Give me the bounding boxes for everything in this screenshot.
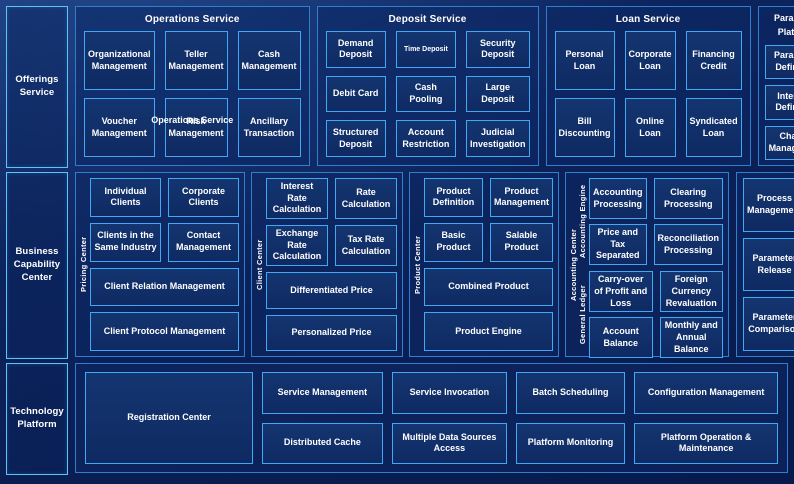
group-operations-service[interactable]: Operations Service Organizational Manage… [75,6,310,166]
subgroup-general-ledger[interactable]: General Ledger Carry-over of Profit and … [578,271,724,359]
cell-product-definition[interactable]: Product Definition [424,178,483,217]
cell-financing-credit[interactable]: Financing Credit [685,31,742,90]
group-label-pricing-center: Pricing Center [79,236,88,293]
cell-organizational-management[interactable]: Organizational Management [84,31,155,90]
cell-platform-monitoring[interactable]: Platform Monitoring [515,422,626,464]
cell-judicial-investigation[interactable]: Judicial Investigation [466,120,530,157]
cell-price-and-tax-separated[interactable]: Price and Tax Separated [589,224,647,266]
cell-reconciliation-processing[interactable]: Reconciliation Processing [653,224,724,266]
cell-accounting-processing[interactable]: Accounting Processing [589,178,647,220]
cell-personal-loan[interactable]: Personal Loan [554,31,615,90]
cell-product-management[interactable]: Product Management [490,178,553,217]
cell-contact-management[interactable]: Contact Management [168,222,239,262]
cell-debit-card[interactable]: Debit Card [325,75,386,113]
tech-column-2: Service Invocation Multiple Data Sources… [391,372,507,464]
cell-process-management[interactable]: Process Management [743,178,794,232]
cell-parameter-definition[interactable]: Parameter Definition [764,45,794,80]
cell-product-engine[interactable]: Product Engine [424,312,553,351]
group-pricing-center[interactable]: Pricing Center Individual Clients Corpor… [75,172,245,357]
cell-bill-discounting[interactable]: Bill Discounting [554,98,615,157]
cell-client-relation-management[interactable]: Client Relation Management [90,267,239,307]
cell-time-deposit[interactable]: Time Deposit [395,31,457,68]
cell-differentiated-price[interactable]: Differentiated Price [266,272,397,309]
tech-column-1: Service Management Distributed Cache [262,372,383,464]
cell-configuration-management[interactable]: Configuration Management [634,372,779,414]
cell-exchange-rate-calculation[interactable]: Exchange Rate Calculation [266,225,328,267]
group-title-deposit-service: Deposit Service [388,14,467,25]
cell-rate-calculation[interactable]: Rate Calculation [335,178,397,220]
cell-parameter-release[interactable]: Parameter Release [743,237,794,292]
tech-column-3: Batch Scheduling Platform Monitoring [515,372,626,464]
cell-combined-product[interactable]: Combined Product [424,267,553,307]
cell-interface-definition[interactable]: Interface Definition [764,85,794,120]
cell-registration-center[interactable]: Registration Center [85,372,253,464]
group-label-product-center: Product Center [413,235,422,294]
subgroup-label-accounting-engine: Accounting Engine [578,184,587,259]
cell-demand-deposit[interactable]: Demand Deposit [325,31,386,68]
cell-carry-over-of-profit-and-loss[interactable]: Carry-over of Profit and Loss [589,271,653,313]
cell-account-restriction[interactable]: Account Restriction [395,120,457,157]
business-capability-groups: Pricing Center Individual Clients Corpor… [75,172,730,359]
cell-tax-rate-calculation[interactable]: Tax Rate Calculation [335,225,397,267]
cell-teller-management[interactable]: Teller Management [164,31,228,90]
cell-clearing-processing[interactable]: Clearing Processing [653,178,724,220]
cell-voucher-management[interactable]: Voucher Management [84,98,155,157]
cell-platform-operation-and-maintenance[interactable]: Platform Operation & Maintenance [634,422,779,464]
cell-large-deposit[interactable]: Large Deposit [466,75,530,113]
group-title-parameter-platform: Parameter Platform [774,13,794,37]
group-loan-service[interactable]: Loan Service Personal Loan Corporate Loa… [545,6,751,166]
cell-ancillary-transaction[interactable]: Ancillary Transaction [237,98,301,157]
cell-cash-pooling[interactable]: Cash Pooling [395,75,457,113]
cell-individual-clients[interactable]: Individual Clients [90,178,161,217]
cell-interest-rate-calculation[interactable]: Interest Rate Calculation [266,178,328,220]
cell-distributed-cache[interactable]: Distributed Cache [262,422,383,464]
cell-multiple-data-sources-access[interactable]: Multiple Data Sources Access [391,422,507,464]
cell-client-protocol-management[interactable]: Client Protocol Management [90,312,239,351]
cell-salable-product[interactable]: Salable Product [490,222,553,262]
cell-risk-management[interactable]: Risk Management [164,98,228,157]
group-parameter-platform-top[interactable]: Parameter Platform Parameter Definition … [757,6,794,166]
group-title-loan-service: Loan Service [615,14,681,25]
cell-syndicated-loan[interactable]: Syndicated Loan [685,98,742,157]
subgroup-label-general-ledger: General Ledger [578,285,587,345]
cell-online-loan[interactable]: Online Loan [624,98,676,157]
cell-personalized-price[interactable]: Personalized Price [266,314,397,351]
group-accounting-center[interactable]: Accounting Center Accounting Engine Acco… [565,172,730,359]
cell-corporate-clients[interactable]: Corporate Clients [168,178,239,217]
group-client-center[interactable]: Client Center Interest Rate Calculation … [251,172,403,357]
cell-corporate-loan[interactable]: Corporate Loan [624,31,676,90]
tech-column-4: Configuration Management Platform Operat… [634,372,779,464]
group-technology-platform[interactable]: Registration Center Service Management D… [75,363,788,473]
cell-structured-deposit[interactable]: Structured Deposit [325,120,386,157]
cell-cash-management[interactable]: Cash Management [237,31,301,90]
group-product-center[interactable]: Product Center Product Definition Produc… [409,172,559,357]
group-title-operations-service: Operations Service [144,14,240,25]
cell-service-invocation[interactable]: Service Invocation [391,372,507,414]
cell-security-deposit[interactable]: Security Deposit [466,31,530,68]
group-label-accounting-center: Accounting Center [569,228,578,301]
cell-parameter-comparison[interactable]: Parameter Comparison [743,297,794,352]
cell-monthly-and-annual-balance[interactable]: Monthly and Annual Balance [659,317,724,359]
cell-clients-in-the-same-industry[interactable]: Clients in the Same Industry [90,222,161,262]
cell-service-management[interactable]: Service Management [262,372,383,414]
cell-account-balance[interactable]: Account Balance [589,317,653,359]
group-deposit-service[interactable]: Deposit Service Demand Deposit Time Depo… [316,6,539,166]
group-label-client-center: Client Center [255,239,264,290]
cell-foreign-currency-revaluation[interactable]: Foreign Currency Revaluation [659,271,724,313]
subgroup-accounting-engine[interactable]: Accounting Engine Accounting Processing … [578,178,724,266]
cell-change-management[interactable]: Change Management [764,125,794,160]
cell-batch-scheduling[interactable]: Batch Scheduling [515,372,626,414]
cell-basic-product[interactable]: Basic Product [424,222,483,262]
group-parameter-platform-bottom[interactable]: Process Management Parameter Release Par… [736,172,794,357]
